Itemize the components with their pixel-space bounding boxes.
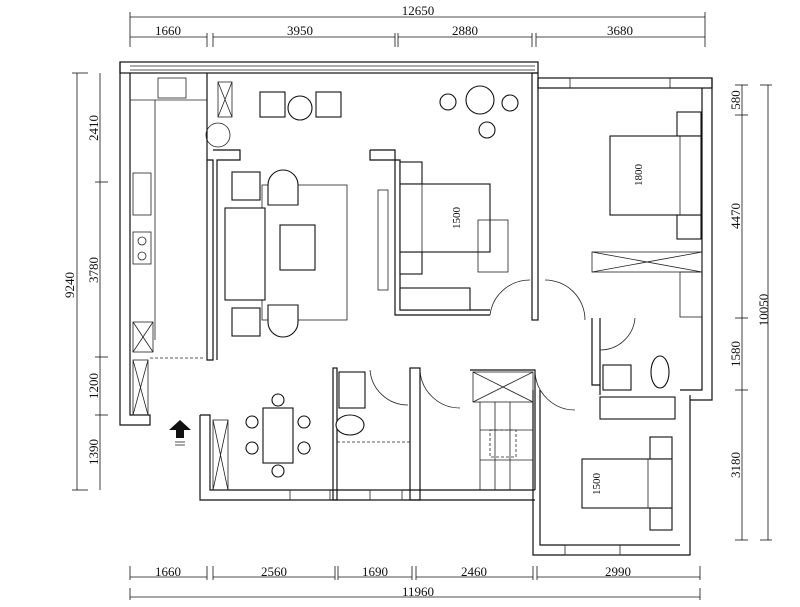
bed-size-center: 1500 (451, 207, 463, 230)
dim-right-1: 580 (728, 90, 743, 110)
dim-bottom-1: 1660 (155, 564, 181, 579)
living-room (224, 85, 519, 338)
bed-icon (399, 183, 491, 253)
bedroom-center: 1500 (377, 161, 509, 311)
bottom-dimensions: 1660 2560 1690 2460 2990 11960 (129, 564, 701, 600)
dim-top-1: 1660 (155, 23, 181, 38)
dim-right-3: 1580 (728, 341, 743, 367)
dining-table-icon (262, 407, 294, 464)
bed-icon (581, 458, 673, 509)
dim-left-1: 2410 (86, 115, 101, 141)
dim-right-4: 3180 (728, 452, 743, 478)
dim-bottom-5: 2990 (605, 564, 631, 579)
dim-bottom-4: 2460 (461, 564, 487, 579)
bathroom-and-stairs (212, 371, 534, 491)
bed-size-bottom: 1500 (591, 473, 603, 496)
basin-icon (338, 371, 366, 409)
dim-left-4: 1390 (86, 439, 101, 465)
toilet-icon (650, 355, 670, 389)
doors (369, 279, 636, 411)
dim-top-4: 3680 (607, 23, 633, 38)
left-dimensions: 9240 2410 3780 1200 1390 (62, 72, 108, 491)
bedroom-master: 1800 (591, 111, 703, 391)
dim-top-total: 12650 (402, 3, 435, 18)
bed-size-master: 1800 (633, 164, 645, 187)
right-dimensions: 580 4470 1580 3180 10050 (728, 84, 772, 541)
bathtub-icon (335, 414, 365, 436)
dim-left-2: 3780 (86, 257, 101, 283)
dim-left-total: 9240 (62, 272, 77, 298)
sofa-icon (224, 207, 266, 301)
dim-top-3: 2880 (452, 23, 478, 38)
dim-top-2: 3950 (287, 23, 313, 38)
dim-bottom-total: 11960 (402, 584, 434, 599)
sink-icon (157, 77, 187, 99)
entrance-arrow-icon (169, 420, 191, 446)
dim-bottom-3: 1690 (362, 564, 388, 579)
dim-bottom-2: 2560 (261, 564, 287, 579)
dim-left-3: 1200 (86, 373, 101, 399)
basin-icon (602, 364, 632, 391)
bed-icon (609, 135, 702, 216)
walls (119, 61, 713, 556)
bedroom-bottom: 1500 (581, 396, 676, 531)
dim-right-total: 10050 (756, 294, 771, 327)
top-dimensions: 12650 1660 3950 2880 3680 (129, 3, 706, 47)
dim-right-2: 4470 (728, 203, 743, 229)
kitchen (130, 77, 233, 416)
stove-icon (132, 231, 152, 265)
